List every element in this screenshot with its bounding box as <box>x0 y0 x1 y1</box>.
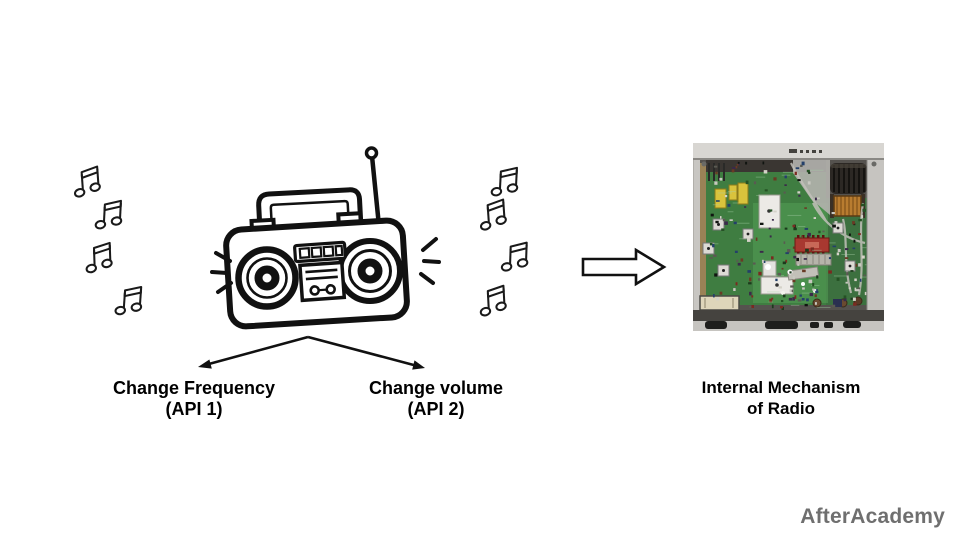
music-note-icon <box>477 198 509 232</box>
transformer <box>830 163 867 194</box>
brand-watermark: AfterAcademy <box>800 505 945 528</box>
screw <box>871 161 877 167</box>
sound-waves-right <box>419 237 441 285</box>
heatsink-fins <box>708 163 725 181</box>
radio-internals-photo <box>693 143 884 331</box>
metal-divider <box>793 160 830 215</box>
internal-caption: Internal Mechanism of Radio <box>688 377 874 419</box>
screw <box>701 161 707 167</box>
music-note-icon <box>113 284 145 318</box>
music-note-icon <box>499 240 530 274</box>
yellow-capacitors <box>714 182 749 209</box>
chassis-feet <box>705 321 861 329</box>
music-note-icon <box>93 198 125 232</box>
api2-line2: (API 2) <box>407 399 465 419</box>
internal-line2: of Radio <box>747 399 815 418</box>
music-note-icon <box>477 284 509 318</box>
music-note-icon <box>489 165 521 199</box>
chassis-vents <box>789 149 822 153</box>
internal-line1: Internal Mechanism <box>701 378 861 397</box>
api1-line1: Change Frequency <box>112 378 276 398</box>
api1-caption: Change Frequency (API 1) <box>99 378 289 420</box>
bottom-components <box>812 296 863 308</box>
antenna-tip <box>364 146 379 160</box>
left-speaker <box>235 246 299 310</box>
music-note-icon <box>71 165 103 199</box>
power-module <box>787 235 832 281</box>
arrow-to-api2 <box>307 335 425 370</box>
connector-block <box>699 295 740 311</box>
pcb-components <box>709 161 877 311</box>
music-note-icon <box>83 241 114 275</box>
sound-waves-left <box>210 251 233 294</box>
transition-arrow-icon <box>581 247 667 287</box>
board-edge <box>700 163 710 303</box>
shield-modules <box>702 194 856 295</box>
arrow-to-api1 <box>198 335 309 369</box>
api2-line1: Change volume <box>368 378 504 398</box>
copper-coil <box>830 194 865 218</box>
chassis-front <box>693 310 884 321</box>
right-speaker <box>337 238 403 304</box>
antenna <box>369 153 382 229</box>
radio-sketch <box>210 146 441 330</box>
button-strip <box>293 240 347 264</box>
api1-line2: (API 1) <box>165 399 223 419</box>
api2-caption: Change volume (API 2) <box>341 378 531 420</box>
cassette-deck <box>298 260 347 303</box>
api-fanout-arrows <box>198 335 425 370</box>
